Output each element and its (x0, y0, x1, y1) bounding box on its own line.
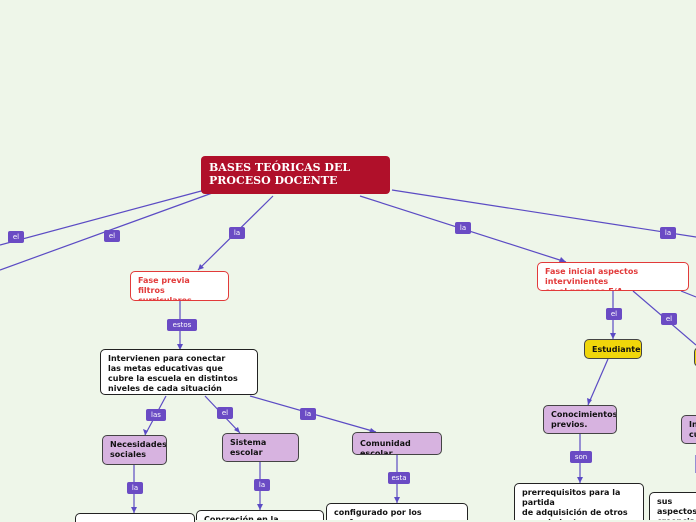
root-node-bases-teoricas[interactable]: BASES TEÓRICAS DEL PROCESO DOCENTE (201, 156, 390, 194)
badge-el-left: el (104, 230, 120, 242)
node-concrecion[interactable]: Concreción en la legislación (196, 510, 324, 520)
node-comunidad-escolar[interactable]: Comunidad escolar (352, 432, 442, 455)
node-necesidades-sociales[interactable]: Necesidades sociales (102, 435, 167, 465)
badge-la-necesidades: la (127, 482, 143, 494)
badge-el-estudiante: el (606, 308, 622, 320)
node-necesidades-child[interactable] (75, 513, 195, 522)
node-intervienen[interactable]: Intervienen para conectar las metas educ… (100, 349, 258, 395)
node-fase-inicial[interactable]: Fase inicial aspectos intervinientes en … (537, 262, 689, 291)
node-prerrequisitos[interactable]: prerrequisitos para la partida de adquis… (514, 483, 644, 520)
node-fase-previa[interactable]: Fase previa filtros curriculares (130, 271, 229, 301)
badge-la-sistema: la (254, 479, 270, 491)
badge-estos: estos (167, 319, 197, 331)
node-sistema-escolar[interactable]: Sistema escolar (222, 433, 299, 462)
node-estudiante[interactable]: Estudiante (584, 339, 642, 359)
node-configurado[interactable]: configurado por los profesores, alumnos … (326, 503, 468, 520)
badge-el-right: el (661, 313, 677, 325)
node-partial-purple[interactable]: In cu (681, 415, 696, 444)
node-aspectos[interactable]: sus aspectos creencias y profesión (649, 492, 696, 520)
badge-el-far-left: el (8, 231, 24, 243)
badge-son: son (570, 451, 592, 463)
badge-la-comunidad: la (300, 408, 316, 420)
badge-el-sistema: el (217, 407, 233, 419)
badge-la-previa: la (229, 227, 245, 239)
badge-las: las (146, 409, 166, 421)
node-conocimientos-previos[interactable]: Conocimientos previos. (543, 405, 617, 434)
badge-la-far-right: la (660, 227, 676, 239)
badge-la-inicial: la (455, 222, 471, 234)
badge-esta: esta (388, 472, 410, 484)
